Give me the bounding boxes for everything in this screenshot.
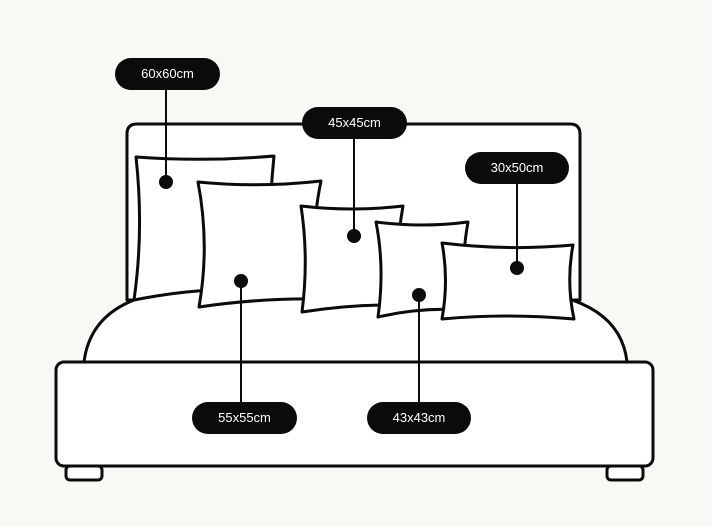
marker-dot-30x50 <box>510 261 524 275</box>
size-label-43x43: 43x43cm <box>367 402 471 434</box>
pillow-30x50 <box>440 241 576 321</box>
bed-foot-right <box>605 464 645 482</box>
size-label-30x50: 30x50cm <box>465 152 569 184</box>
size-label-60x60: 60x60cm <box>115 58 220 90</box>
marker-dot-45 <box>347 229 361 243</box>
marker-dot-60 <box>159 175 173 189</box>
size-label-55x55: 55x55cm <box>192 402 297 434</box>
size-label-45x45: 45x45cm <box>302 107 407 139</box>
bed-base <box>54 360 655 468</box>
marker-dot-43 <box>412 288 426 302</box>
marker-dot-55 <box>234 274 248 288</box>
bed-foot-left <box>64 464 104 482</box>
pillow-55 <box>196 179 323 309</box>
